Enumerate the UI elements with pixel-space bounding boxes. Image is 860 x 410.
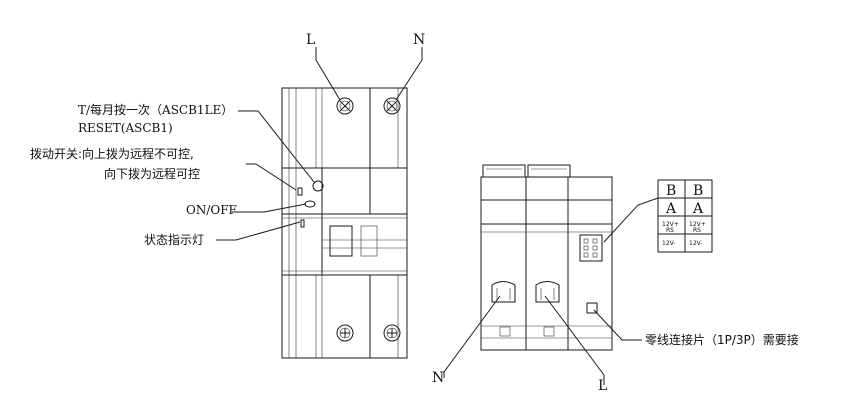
dip-switch-icon: [297, 187, 303, 196]
connector-pin-grid: [583, 238, 598, 258]
test-reset-label-1: T/每月按一次（ASCB1LE）: [78, 102, 233, 117]
pin-table-sub-2: A: [692, 201, 704, 217]
terminal-l-label: L: [306, 32, 315, 48]
switch-label-2: 向下拨为远程可控: [104, 166, 200, 181]
status-led-icon: [300, 219, 305, 228]
terminal-n-label-side: N: [432, 370, 444, 386]
screw-icon: [336, 324, 354, 342]
pin-table-r2-2: 12V-: [689, 240, 703, 247]
screw-icon: [336, 97, 354, 115]
pin-table-sub-1: A: [665, 201, 677, 217]
status-light-label: 状态指示灯: [144, 232, 204, 247]
pin-table-header-1: B: [666, 183, 676, 199]
terminal-n-label: N: [413, 32, 425, 48]
on-off-label: ON/OFF: [186, 203, 237, 217]
test-button-icon: [312, 180, 324, 192]
pin-table-r1s-2: RS: [693, 227, 701, 234]
neutral-link-slot: [586, 302, 598, 314]
pin-table: B B A A 12V+ 12V+ RS RS 12V- 12V-: [657, 179, 713, 253]
switch-label-1: 拨动开关:向上拨为远程不可控,: [30, 146, 194, 161]
terminal-n-opening: [491, 281, 516, 337]
connector-pins: [579, 234, 603, 262]
screw-icon: [383, 324, 401, 342]
side-body-outline: [480, 176, 613, 351]
screw-icon: [383, 97, 401, 115]
front-body-outline: [281, 87, 408, 359]
pin-table-header-2: B: [693, 183, 703, 199]
terminal-l-label-side: L: [598, 378, 607, 394]
pin-table-r2-1: 12V-: [662, 240, 676, 247]
pin-table-r1s-1: RS: [666, 227, 674, 234]
pin-table-r1-1: 12V+: [662, 221, 679, 228]
neutral-link-label: 零线连接片（1P/3P）需要接: [645, 332, 799, 347]
pin-table-r1-2: 12V+: [689, 221, 706, 228]
terminal-l-opening: [535, 281, 560, 337]
toggle-handle: [329, 225, 353, 257]
side-view: B B A A 12V+ 12V+ RS RS 12V- 12V- N L 零线…: [432, 164, 799, 394]
front-view: L N T/每月按一次（ASCB1LE） RESET(ASCB1) 拨动开关:向…: [30, 32, 425, 359]
test-reset-label-2: RESET(ASCB1): [78, 121, 173, 135]
on-off-indicator-icon: [304, 200, 316, 208]
